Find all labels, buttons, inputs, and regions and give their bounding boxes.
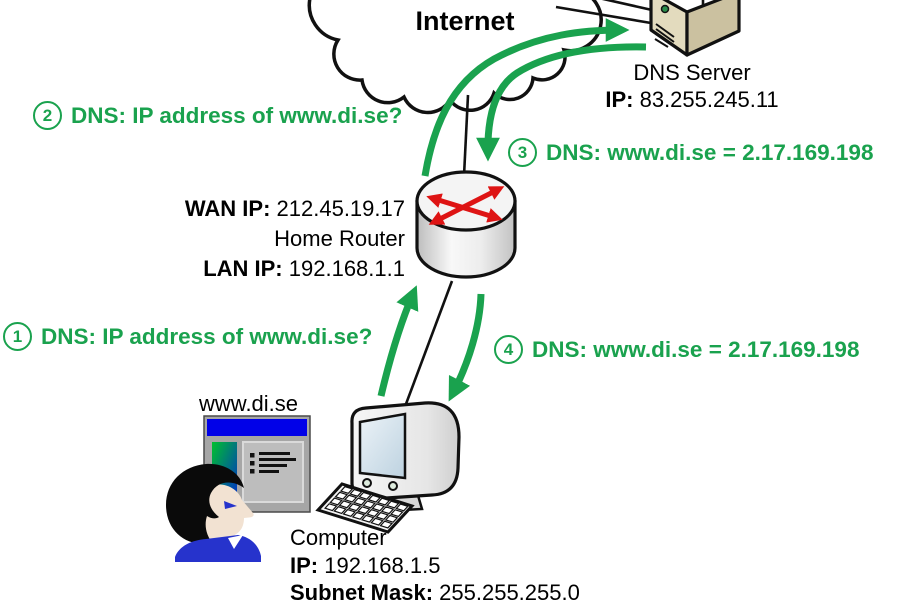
router-arrow-icon: [426, 193, 503, 223]
wan-ip-label: WAN IP:: [184, 196, 271, 221]
router-to-computer-link: [401, 280, 454, 413]
home-router-icon: [415, 170, 517, 279]
subnet-mask-label: Subnet Mask:: [290, 580, 434, 600]
browser-site-label: www.di.se: [199, 391, 299, 416]
step-1-text: DNS: IP address of www.di.se?: [41, 323, 373, 349]
internet-label: Internet: [380, 6, 550, 37]
step-4-text: DNS: www.di.se = 2.17.169.198: [532, 336, 860, 362]
computer-label: Computer IP: 192.168.1.5 Subnet Mask: 25…: [290, 524, 580, 600]
router-name: Home Router: [274, 226, 405, 251]
dns-server-name: DNS Server: [633, 60, 751, 85]
step-2-annotation: 2 DNS: IP address of www.di.se?: [33, 101, 402, 130]
step-3-annotation: 3 DNS: www.di.se = 2.17.169.198: [508, 138, 873, 167]
dns-server-label: DNS Server IP: 83.255.245.11: [592, 59, 792, 113]
computer-name: Computer: [290, 525, 387, 550]
lan-ip-label: LAN IP:: [203, 256, 283, 281]
lan-ip-value: 192.168.1.1: [288, 256, 405, 281]
wan-ip-value: 212.45.19.17: [276, 196, 405, 221]
step-4-number: 4: [494, 335, 523, 364]
step-1-annotation: 1 DNS: IP address of www.di.se?: [3, 322, 372, 351]
computer-ip-value: 192.168.1.5: [324, 552, 441, 578]
router-label: WAN IP: 212.45.19.17 Home Router LAN IP:…: [185, 194, 405, 284]
cloud-to-dns-link-2: [601, 0, 653, 12]
step-3-text: DNS: www.di.se = 2.17.169.198: [546, 139, 874, 165]
cloud-to-router-link: [462, 94, 470, 177]
dns-query-arrow-step2: [421, 18, 630, 177]
subnet-mask-value: 255.255.255.0: [439, 580, 580, 600]
dns-server-icon: [649, 0, 741, 57]
browser-text-lines: [250, 452, 296, 474]
internet-label-text: Internet: [415, 6, 515, 36]
step-2-text: DNS: IP address of www.di.se?: [71, 102, 403, 128]
dns-query-arrow-step1: [377, 285, 419, 397]
cloud-to-dns-link: [555, 5, 652, 25]
user-icon: [166, 463, 261, 562]
keyboard-icon: [318, 484, 412, 532]
dns-response-arrow-step4: [448, 293, 485, 402]
dns-response-arrow-step3: [476, 43, 647, 162]
step-4-annotation: 4 DNS: www.di.se = 2.17.169.198: [494, 335, 859, 364]
computer-ip-label: IP:: [290, 552, 319, 578]
server-led: [660, 4, 670, 14]
dns-ip-value: 83.255.245.11: [639, 87, 779, 112]
step-1-number: 1: [3, 322, 32, 351]
browser-title-bar: [207, 419, 307, 436]
dns-ip-label: IP:: [605, 87, 634, 112]
step-3-number: 3: [508, 138, 537, 167]
computer-monitor-icon: [350, 401, 461, 513]
step-2-number: 2: [33, 101, 62, 130]
